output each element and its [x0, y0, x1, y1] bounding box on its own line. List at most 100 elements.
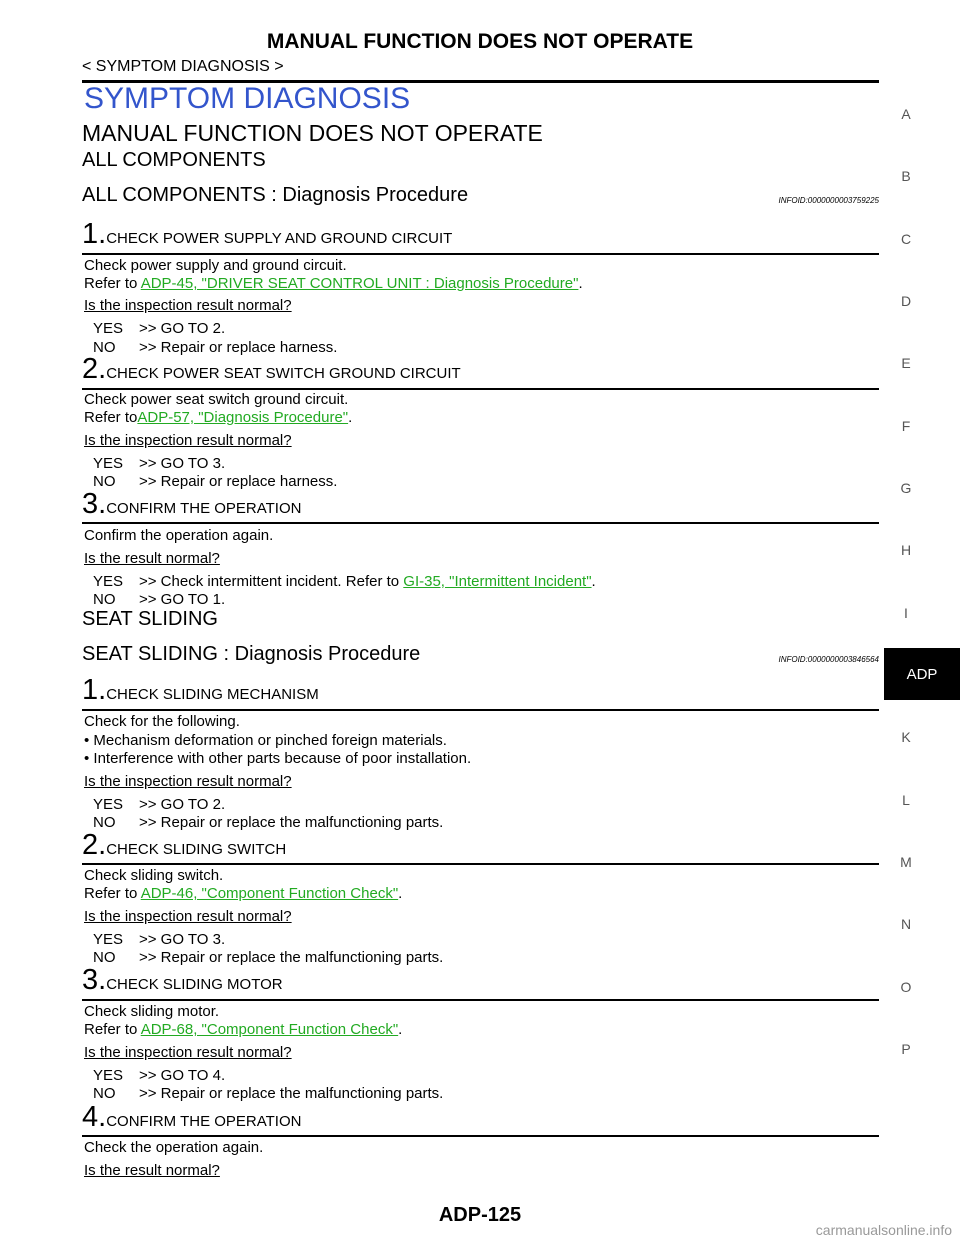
side-index-d[interactable]: D: [900, 293, 912, 309]
side-index-active-tab[interactable]: ADP: [884, 648, 960, 700]
reference-link[interactable]: ADP-68, "Component Function Check": [140, 1021, 399, 1038]
page-heading: MANUAL FUNCTION DOES NOT OPERATE: [82, 120, 543, 146]
inspection-question: Is the result normal?: [84, 550, 220, 567]
reference-link[interactable]: ADP-46, "Component Function Check": [140, 885, 399, 902]
procedure-title-seat-sliding: SEAT SLIDING : Diagnosis Procedure: [82, 643, 421, 665]
step-reference: Refer to ADP-46, "Component Function Che…: [84, 885, 402, 902]
step-title: CHECK POWER SEAT SWITCH GROUND CIRCUIT: [106, 365, 461, 382]
step-title: CHECK POWER SUPPLY AND GROUND CIRCUIT: [106, 230, 453, 247]
step-heading: 1.CHECK POWER SUPPLY AND GROUND CIRCUIT: [82, 218, 452, 251]
answer-yes: YES >> GO TO 4.: [93, 1067, 225, 1084]
refer-end: .: [398, 885, 403, 902]
answer-key: YES: [93, 573, 124, 590]
step-divider: [82, 522, 879, 524]
answer-key: YES: [93, 931, 124, 948]
bullet-item: • Interference with other parts because …: [84, 750, 472, 767]
step-number: 1.: [82, 218, 107, 250]
answer-key: YES: [93, 1067, 124, 1084]
side-index-h[interactable]: H: [900, 542, 912, 558]
step-divider: [82, 1135, 879, 1137]
section-title: SYMPTOM DIAGNOSIS: [84, 82, 411, 115]
step-divider: [82, 388, 879, 390]
step-title: CHECK SLIDING MECHANISM: [106, 686, 319, 703]
header-divider: [82, 80, 879, 83]
side-index-e[interactable]: E: [901, 355, 911, 371]
step-instruction: Check power seat switch ground circuit.: [84, 391, 349, 408]
side-index-n[interactable]: N: [900, 916, 912, 932]
answer-text: >> GO TO 4.: [139, 1067, 226, 1084]
step-number: 3.: [82, 964, 107, 996]
step-title: CONFIRM THE OPERATION: [106, 500, 302, 517]
answer-no: NO >> GO TO 1.: [93, 591, 225, 608]
step-heading: 2.CHECK SLIDING SWITCH: [82, 829, 286, 862]
answer-no: NO>> Repair or replace harness.: [93, 473, 337, 490]
refer-end: .: [578, 275, 583, 292]
page-header-title: MANUAL FUNCTION DOES NOT OPERATE: [266, 30, 694, 53]
step-instruction: Check sliding switch.: [84, 867, 224, 884]
info-id: INFOID:0000000003759225: [778, 196, 879, 205]
step-instruction: Check power supply and ground circuit.: [84, 257, 347, 274]
reference-link[interactable]: ADP-57, "Diagnosis Procedure": [137, 409, 349, 426]
answer-yes: YES >> GO TO 2.: [93, 796, 225, 813]
step-reference: Refer to ADP-68, "Component Function Che…: [84, 1021, 402, 1038]
answer-text: >> Repair or replace the malfunctioning …: [139, 1085, 444, 1102]
step-reference: Refer to ADP-45, "DRIVER SEAT CONTROL UN…: [84, 275, 583, 292]
reference-link[interactable]: ADP-45, "DRIVER SEAT CONTROL UNIT : Diag…: [140, 275, 579, 292]
reference-link[interactable]: GI-35, "Intermittent Incident": [403, 573, 592, 590]
side-index-i[interactable]: I: [904, 605, 908, 621]
breadcrumb: < SYMPTOM DIAGNOSIS >: [82, 58, 284, 75]
answer-key: NO: [93, 814, 116, 831]
answer-text: >> GO TO 1.: [139, 591, 226, 608]
inspection-question: Is the inspection result normal?: [84, 908, 292, 925]
bullet-item: • Mechanism deformation or pinched forei…: [84, 732, 447, 749]
side-index-p[interactable]: P: [901, 1041, 911, 1057]
refer-label: Refer to: [84, 885, 141, 902]
answer-yes: YES >> Check intermittent incident. Refer…: [93, 573, 596, 590]
answer-no: NO >> Repair or replace the malfunctionin…: [93, 949, 443, 966]
answer-no: NO >> Repair or replace the malfunctionin…: [93, 814, 443, 831]
side-index-k[interactable]: K: [901, 729, 911, 745]
answer-text: >> Repair or replace harness.: [139, 339, 338, 356]
side-index-g[interactable]: G: [900, 480, 912, 496]
side-index-a[interactable]: A: [901, 106, 911, 122]
refer-label: Refer to: [84, 409, 138, 426]
group-heading-all-components: ALL COMPONENTS: [82, 149, 266, 171]
answer-key: YES: [93, 320, 124, 337]
side-index-b[interactable]: B: [901, 168, 911, 184]
step-number: 2.: [82, 829, 107, 861]
step-instruction: Confirm the operation again.: [84, 527, 274, 544]
answer-key: NO: [93, 949, 116, 966]
step-divider: [82, 999, 879, 1001]
refer-end: .: [348, 409, 353, 426]
answer-text: >> GO TO 2.: [139, 796, 226, 813]
step-number: 2.: [82, 353, 107, 385]
answer-key: NO: [93, 591, 116, 608]
answer-key: YES: [93, 796, 124, 813]
page-number: ADP-125: [438, 1204, 522, 1226]
step-divider: [82, 253, 879, 255]
answer-key: NO: [93, 473, 116, 490]
step-instruction: Check for the following.: [84, 713, 240, 730]
answer-yes: YES>> GO TO 2.: [93, 320, 225, 337]
answer-text: >> Check intermittent incident. Refer to: [139, 573, 404, 590]
step-title: CONFIRM THE OPERATION: [106, 1113, 302, 1130]
side-index-l[interactable]: L: [902, 792, 910, 808]
group-heading-seat-sliding: SEAT SLIDING: [82, 608, 218, 630]
side-index-m[interactable]: M: [900, 854, 912, 870]
refer-end: .: [591, 573, 596, 590]
refer-end: .: [398, 1021, 403, 1038]
step-divider: [82, 863, 879, 865]
step-reference: Refer toADP-57, "Diagnosis Procedure".: [84, 409, 352, 426]
answer-text: >> Repair or replace the malfunctioning …: [139, 814, 444, 831]
answer-key: YES: [93, 455, 124, 472]
side-index-c[interactable]: C: [900, 231, 912, 247]
side-index-o[interactable]: O: [900, 979, 912, 995]
step-heading: 4.CONFIRM THE OPERATION: [82, 1101, 301, 1134]
refer-label: Refer to: [84, 275, 141, 292]
watermark: carmanualsonline.info: [815, 1222, 952, 1238]
answer-text: >> Repair or replace the malfunctioning …: [139, 949, 444, 966]
side-index-f[interactable]: F: [901, 418, 911, 434]
procedure-title-all-components: ALL COMPONENTS : Diagnosis Procedure: [82, 184, 469, 206]
step-number: 4.: [82, 1101, 107, 1133]
answer-key: NO: [93, 339, 116, 356]
